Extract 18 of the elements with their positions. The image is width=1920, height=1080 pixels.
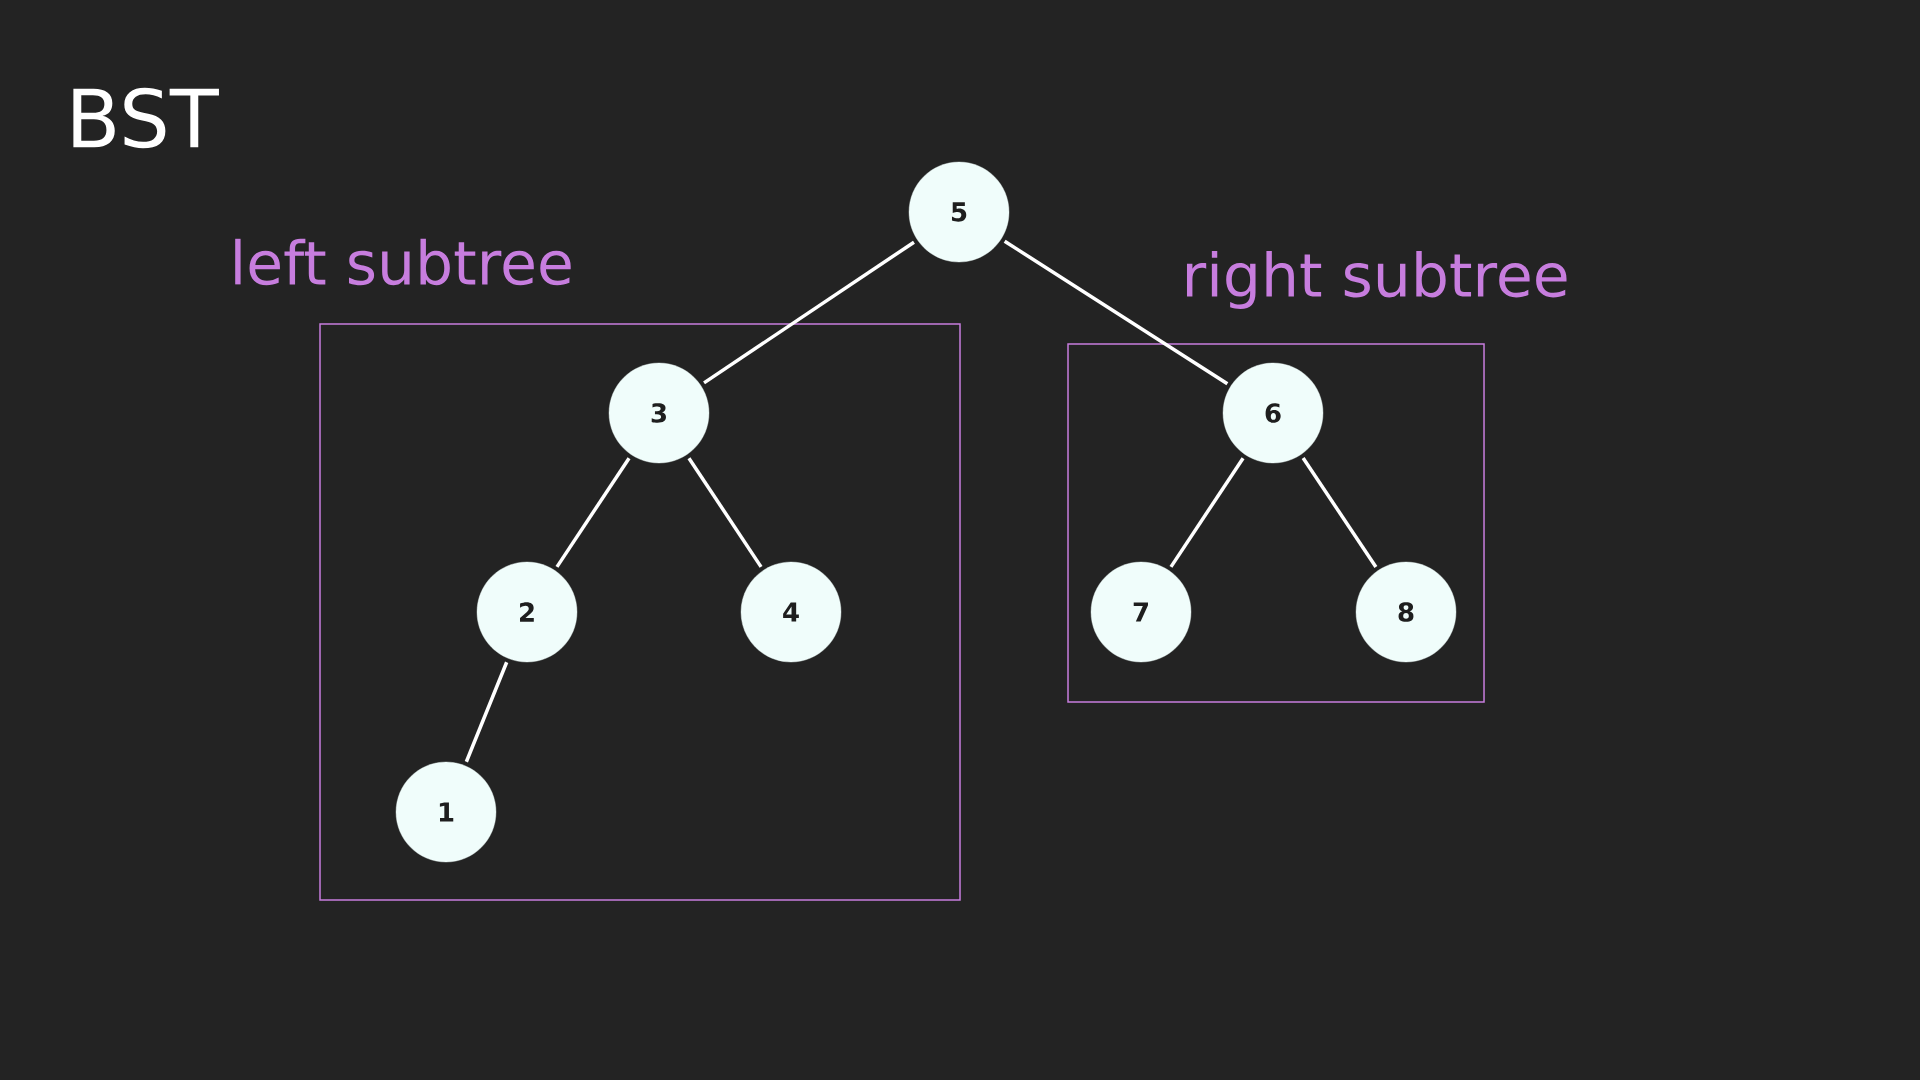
- tree-node: 8: [1355, 561, 1457, 663]
- tree-edge: [464, 661, 509, 763]
- tree-edge: [703, 240, 915, 385]
- tree-edge: [555, 457, 631, 568]
- subtree-heading: left subtree: [235, 238, 571, 286]
- tree-edge: [1169, 457, 1245, 568]
- tree-node: 1: [395, 761, 497, 863]
- tree-edge: [1301, 457, 1378, 568]
- title: BST: [73, 87, 219, 149]
- tree-edge: [1003, 239, 1229, 386]
- tree-node: 6: [1222, 362, 1324, 464]
- tree-node: 2: [476, 561, 578, 663]
- tree-node: 7: [1090, 561, 1192, 663]
- tree-edge: [687, 457, 763, 568]
- tree-node: 5: [908, 161, 1010, 263]
- tree-node: 4: [740, 561, 842, 663]
- subtree-heading: right subtree: [1187, 250, 1567, 310]
- tree-node: 3: [608, 362, 710, 464]
